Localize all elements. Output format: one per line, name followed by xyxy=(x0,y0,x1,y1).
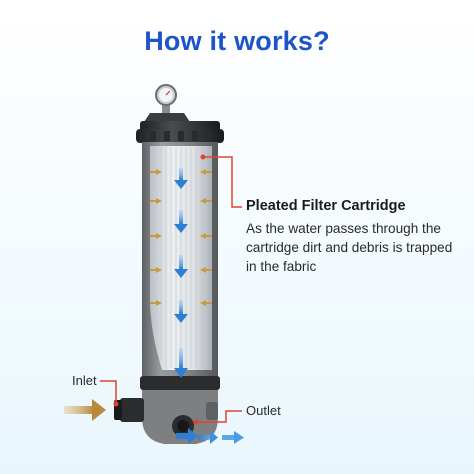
cartridge-description: As the water passes through the cartridg… xyxy=(246,221,453,274)
downflow-arrow-icon xyxy=(174,168,188,378)
inlet-arrow-icon xyxy=(64,399,106,421)
pressure-gauge-icon xyxy=(155,84,177,113)
inlet-leader-line xyxy=(100,380,117,404)
inlet-label: Inlet xyxy=(72,373,97,388)
outflow-arrow-icon xyxy=(176,428,244,444)
outlet-leader-dot xyxy=(193,419,199,425)
cartridge-leader-line xyxy=(203,156,242,208)
outlet-leader-line xyxy=(196,410,242,423)
cartridge-leader-dot xyxy=(200,154,206,160)
cartridge-heading: Pleated Filter Cartridge xyxy=(246,198,406,214)
inlet-leader-dot xyxy=(113,401,119,407)
filter-top-cap xyxy=(136,113,224,143)
inlet-fitting xyxy=(114,398,144,422)
outlet-label: Outlet xyxy=(246,403,281,418)
inflow-arrow-icon xyxy=(150,169,212,306)
page-title: How it works? xyxy=(144,26,330,56)
